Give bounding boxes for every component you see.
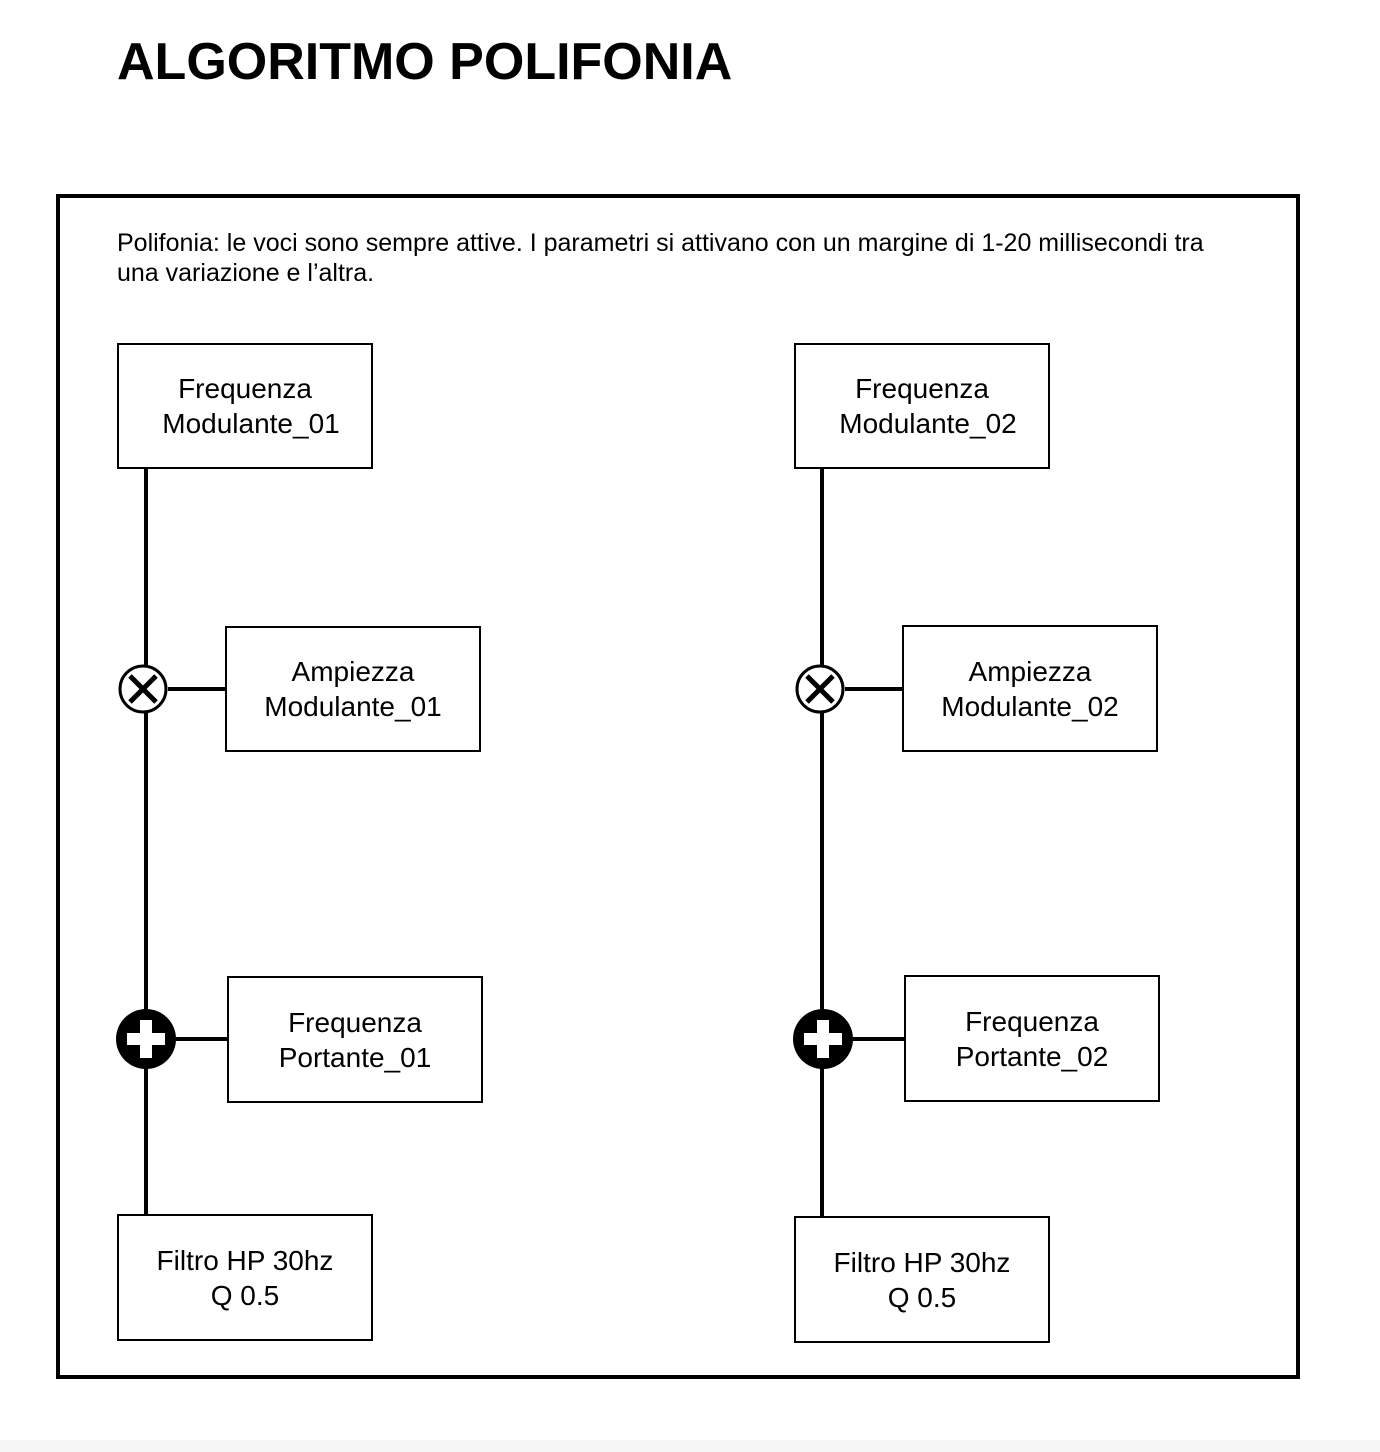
- page-bottom-edge: [0, 1440, 1380, 1452]
- box-label-line-1: Filtro HP 30hz: [156, 1244, 334, 1276]
- box-label-line-2: Modulante_01: [162, 408, 340, 439]
- plus-circle-icon: [116, 1009, 176, 1069]
- highpass-filter-box-2: Filtro HP 30hz Q 0.5: [794, 1216, 1050, 1343]
- multiply-circle-icon: [118, 664, 168, 714]
- page-title: ALGORITMO POLIFONIA: [117, 33, 733, 91]
- box-label-line-1: Ampiezza: [291, 656, 415, 687]
- box-label-line-2: Portante_02: [955, 1040, 1109, 1072]
- modulator-frequency-box-1: Frequenza Modulante_01: [117, 343, 373, 469]
- box-label-line-1: Frequenza: [855, 373, 989, 404]
- plus-circle-icon: [793, 1009, 853, 1069]
- voice-1-wiring: [116, 468, 229, 1216]
- diagram-description: Polifonia: le voci sono sempre attive. I…: [117, 229, 1204, 287]
- box-label-line-1: Ampiezza: [968, 655, 1092, 687]
- box-label-line-2: Portante_01: [278, 1041, 432, 1073]
- box-label-line-2: Q 0.5: [210, 1279, 280, 1311]
- box-label-line-1: Frequenza: [178, 373, 312, 404]
- carrier-frequency-box-2: Frequenza Portante_02: [904, 975, 1160, 1102]
- modulator-amplitude-box-2: Ampiezza Modulante_02: [902, 625, 1158, 752]
- box-label-line-1: Filtro HP 30hz: [833, 1246, 1011, 1278]
- modulator-amplitude-box-1: Ampiezza Modulante_01: [225, 626, 481, 752]
- box-label-line-2: Q 0.5: [887, 1281, 957, 1313]
- box-label-line-1: Frequenza: [288, 1006, 422, 1038]
- box-label-line-2: Modulante_02: [839, 408, 1017, 439]
- voice-2-wiring: [793, 468, 906, 1218]
- multiply-circle-icon: [795, 664, 845, 714]
- carrier-frequency-box-1: Frequenza Portante_01: [227, 976, 483, 1103]
- modulator-frequency-box-2: Frequenza Modulante_02: [794, 343, 1050, 469]
- diagram-frame: [56, 194, 1300, 1379]
- box-label-line-1: Frequenza: [965, 1005, 1099, 1037]
- box-label-line-2: Modulante_01: [264, 691, 442, 722]
- highpass-filter-box-1: Filtro HP 30hz Q 0.5: [117, 1214, 373, 1341]
- box-label-line-2: Modulante_02: [941, 690, 1119, 722]
